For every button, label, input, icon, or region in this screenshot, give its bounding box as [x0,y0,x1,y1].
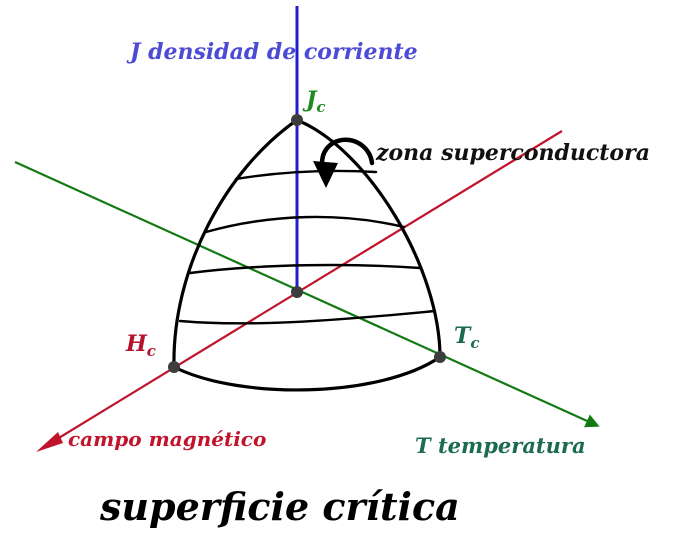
surface-right-edge [295,118,442,359]
zone-arrow [313,137,375,188]
surface-contour-3 [188,263,422,275]
hc-label: Hc [125,331,156,360]
critical-surface [172,118,442,392]
surface-contour-4 [178,309,437,325]
jc-label: Jc [302,87,326,116]
zone-label: zona superconductora [375,140,650,166]
jc-point [291,114,303,126]
surface-base-edge [172,355,442,392]
diagram-title: superficie crítica [99,484,460,529]
surface-contour-1 [234,169,378,181]
zone-arrowhead [313,161,338,188]
magnetic-field-axis-label: campo magnético [68,427,266,451]
magnetic-field-arrowhead [36,432,63,452]
surface-left-edge [172,118,299,369]
origin-point [291,286,303,298]
temperature-axis-label: T temperatura [415,433,586,458]
tc-point [434,351,446,363]
current-axis-label: J densidad de corriente [126,39,418,65]
tc-label: Tc [454,323,480,352]
magnetic-field-axis [43,130,563,448]
temperature-axis [14,160,600,428]
hc-point [168,361,180,373]
surface-contour-2 [204,215,406,234]
